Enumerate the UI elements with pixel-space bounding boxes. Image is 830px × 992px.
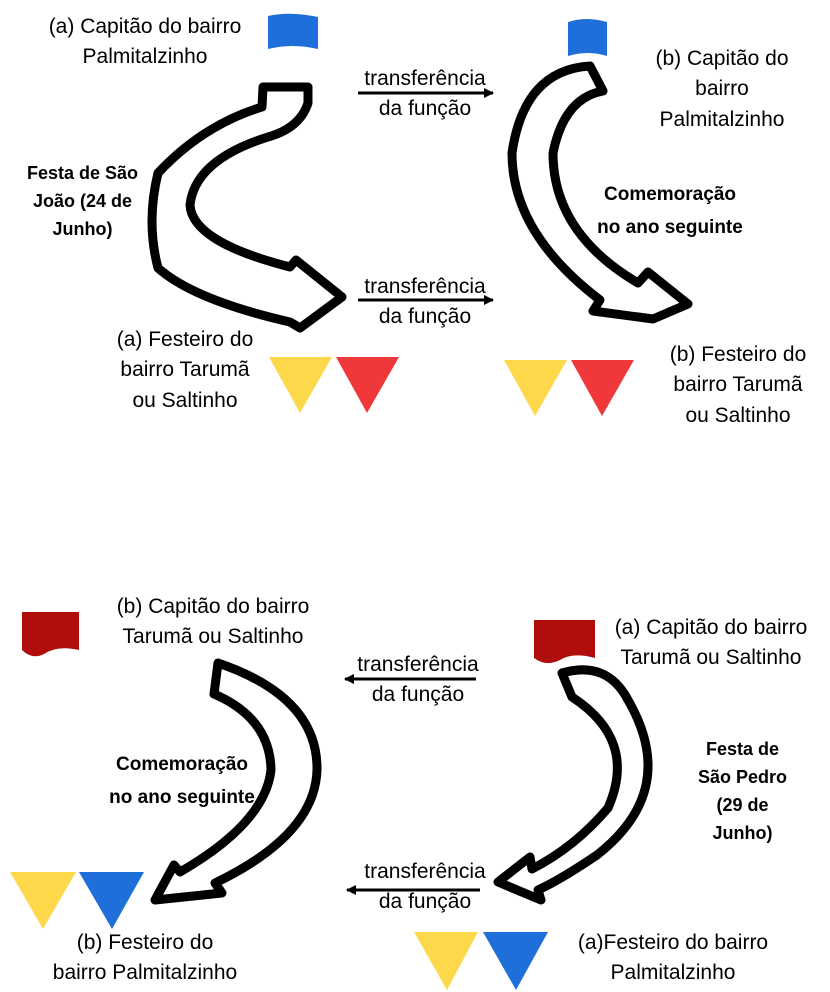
flag-blue-top-right-icon (568, 19, 607, 56)
label-line: Tarumã ou Saltinho (620, 646, 802, 670)
label-line: da função (378, 890, 472, 914)
label-line: transferência (364, 860, 486, 883)
label-line: bairro Tarumã (673, 373, 803, 397)
label-festa-sao-pedro: Festa de São Pedro (29 de Junho) (680, 736, 805, 848)
label-line: (a) Capitão do bairro (48, 15, 242, 38)
pennant-yellow-bottom-right-icon (414, 932, 478, 990)
label-line: São Pedro (697, 766, 788, 787)
pennant-yellow-top-right-icon (504, 360, 567, 416)
flag-darkred-bottom-right-icon (534, 620, 595, 664)
label-capitao-a-bottom: (a) Capitão do bairro Tarumã ou Saltinho (596, 613, 826, 674)
label-line: (b) Festeiro do (76, 931, 214, 954)
label-line: ou Saltinho (685, 403, 791, 427)
label-capitao-b-bottom: (b) Capitão do bairro Tarumã ou Saltinho (88, 592, 338, 653)
label-festa-sao-joao: Festa de São João (24 de Junho) (20, 160, 145, 244)
label-line: ou Saltinho (132, 388, 238, 412)
transfer-label-bottom-lower: transferência da função (345, 857, 505, 918)
label-festeiro-b-bottom: (b) Festeiro do bairro Palmitalzinho (20, 928, 270, 989)
curved-arrow-bottom-right (493, 665, 653, 905)
label-comemoracao-top: Comemoração no ano seguinte (560, 178, 780, 245)
label-line: Junho) (712, 822, 773, 843)
transfer-label-top-upper: transferência da função (345, 64, 505, 125)
label-festeiro-a-top: (a) Festeiro do bairro Tarumã ou Saltinh… (95, 325, 275, 416)
label-line: Palmitalzinho (659, 107, 785, 131)
label-line: (a) Capitão do bairro (614, 616, 808, 639)
label-line: João (24 de (32, 190, 133, 211)
transfer-label-bottom-upper: transferência da função (338, 650, 498, 711)
label-line: Festa de (705, 739, 780, 759)
label-line: bairro (695, 77, 749, 101)
label-line: no ano seguinte (597, 217, 743, 239)
label-line: (a) Festeiro do (116, 328, 254, 351)
label-comemoracao-bottom: Comemoração no ano seguinte (72, 748, 292, 815)
label-line: Comemoração (604, 184, 736, 205)
label-line: bairro Tarumã (120, 358, 250, 382)
label-line: transferência (364, 67, 486, 90)
pennant-blue-bottom-right-icon (483, 932, 548, 990)
label-line: Palmitalzinho (610, 961, 736, 985)
label-line: (b) Capitão do bairro (116, 595, 310, 618)
label-capitao-a-top: (a) Capitão do bairro Palmitalzinho (20, 12, 270, 73)
flag-blue-top-left-icon (268, 13, 318, 50)
label-line: transferência (357, 653, 479, 676)
pennant-red-top-right-icon (571, 360, 634, 416)
label-line: transferência (364, 275, 486, 298)
label-capitao-b-top: (b) Capitão do bairro Palmitalzinho (632, 44, 812, 135)
pennant-red-top-left-icon (336, 357, 399, 413)
curved-arrow-top-right (507, 61, 693, 324)
label-line: Junho) (52, 218, 113, 239)
label-line: Comemoração (116, 754, 248, 775)
pennant-blue-bottom-left-icon (79, 872, 144, 929)
label-line: no ano seguinte (109, 787, 255, 809)
label-line: (a)Festeiro do bairro (577, 931, 769, 954)
curved-arrow-bottom-left (150, 658, 322, 905)
label-line: bairro Palmitalzinho (52, 961, 238, 985)
label-line: (b) Capitão do (655, 47, 789, 70)
label-line: Festa de São (26, 163, 139, 183)
label-line: (29 de (716, 794, 769, 815)
label-festeiro-a-bottom: (a)Festeiro do bairro Palmitalzinho (558, 928, 788, 989)
label-line: da função (371, 683, 465, 707)
label-line: Tarumã ou Saltinho (122, 625, 304, 649)
flag-darkred-bottom-left-icon (22, 612, 79, 657)
label-line: (b) Festeiro do (669, 343, 807, 366)
label-line: Palmitalzinho (82, 45, 208, 69)
curved-arrow-top-left (147, 82, 347, 333)
label-line: da função (378, 305, 472, 329)
transfer-label-top-lower: transferência da função (345, 272, 505, 333)
pennant-yellow-top-left-icon (269, 357, 332, 413)
label-festeiro-b-top: (b) Festeiro do bairro Tarumã ou Saltinh… (648, 340, 828, 431)
pennant-yellow-bottom-left-icon (10, 872, 76, 929)
label-line: da função (378, 97, 472, 121)
